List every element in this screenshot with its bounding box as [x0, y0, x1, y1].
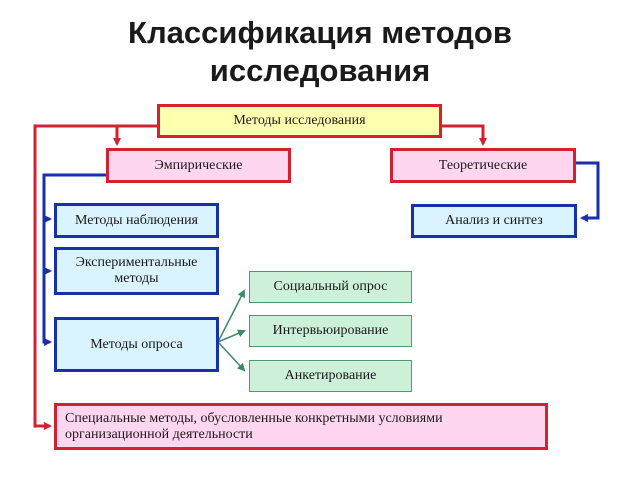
link-empirical-experimental	[42, 219, 52, 275]
link-empirical-observation	[42, 173, 106, 223]
node-special-methods: Специальные методы, обусловленные конкре…	[54, 403, 548, 450]
link-root-empirical	[113, 124, 157, 146]
node-survey: Методы опроса	[54, 317, 219, 372]
node-questionnaire: Анкетирование	[249, 360, 412, 392]
node-special-methods-label: Специальные методы, обусловленные конкре…	[65, 410, 443, 442]
node-observation-label: Методы наблюдения	[74, 212, 198, 228]
link-survey-interview	[217, 329, 246, 343]
link-root-theoretical	[441, 124, 487, 146]
node-survey-label: Методы опроса	[90, 336, 183, 352]
node-analysis-synthesis-label: Анализ и синтез	[445, 213, 543, 228]
node-observation: Методы наблюдения	[54, 203, 219, 238]
node-interview: Интервьюирование	[249, 315, 412, 347]
node-experimental-label: Экспериментальные методы	[75, 255, 198, 286]
node-theoretical: Теоретические	[390, 148, 576, 183]
link-survey-questionnaire	[217, 341, 246, 372]
node-interview-label: Интервьюирование	[272, 323, 389, 338]
node-theoretical-label: Теоретические	[438, 157, 528, 173]
node-empirical-label: Эмпирические	[154, 157, 243, 173]
node-social-poll: Социальный опрос	[249, 271, 412, 303]
node-questionnaire-label: Анкетирование	[284, 368, 377, 383]
link-theoretical-analysis	[575, 161, 600, 222]
node-experimental: Экспериментальные методы	[54, 247, 219, 295]
node-research-methods: Методы исследования	[157, 104, 442, 138]
title-line-1: Классификация методов	[128, 15, 512, 50]
link-survey-social	[217, 289, 245, 343]
page-title: Классификация методов исследования	[0, 14, 640, 90]
node-analysis-synthesis: Анализ и синтез	[411, 204, 577, 238]
link-empirical-survey	[42, 271, 52, 346]
node-research-methods-label: Методы исследования	[233, 113, 366, 128]
node-social-poll-label: Социальный опрос	[273, 279, 388, 294]
link-root-special	[33, 124, 157, 430]
node-empirical: Эмпирические	[106, 148, 291, 183]
title-line-2: исследования	[209, 53, 431, 88]
